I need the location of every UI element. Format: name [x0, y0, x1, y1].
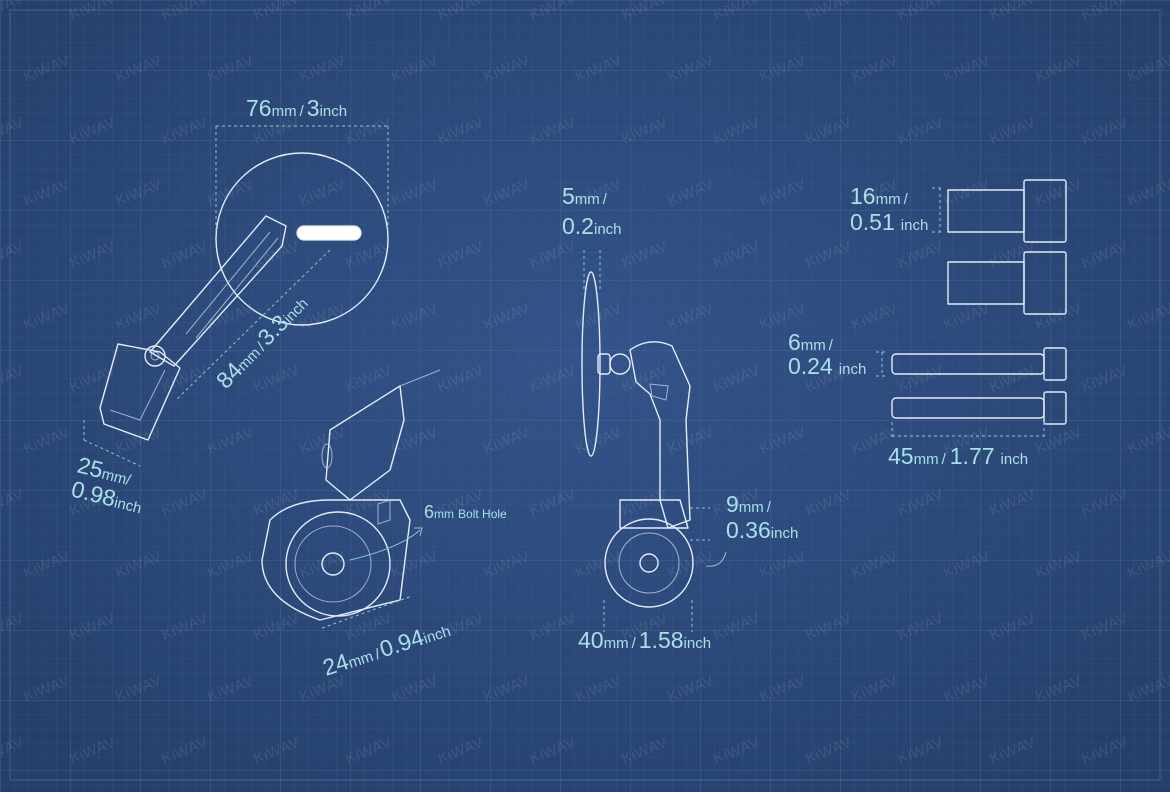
bolt-hole-leader — [349, 529, 421, 561]
side-view: 5mm/ 0.2inch 9mm/ 0.36inch 40mm/1.58inch — [562, 183, 798, 653]
bar-end-outer — [604, 518, 694, 608]
end-diameter-label: 40mm/1.58inch — [578, 627, 711, 653]
mirror-glass-side — [581, 271, 601, 457]
glass-thickness-label-inch: 0.2inch — [562, 213, 622, 239]
mirror-glass-outline — [215, 152, 389, 326]
arm-slot-inner — [195, 237, 279, 339]
dim-line-clamp — [83, 439, 141, 467]
bolt-hole-arrow — [414, 527, 423, 537]
clamp-ring-inner — [294, 525, 372, 603]
screw-diameter-label-mm: 6mm/ — [788, 329, 834, 355]
clamp-body — [261, 499, 411, 621]
pivot-bolt-inner — [150, 351, 160, 361]
side-arm-detail — [649, 383, 669, 401]
offset-leader — [705, 551, 727, 567]
bolt-head — [1023, 179, 1067, 243]
mirror-diameter-label: 76mm/3inch — [246, 95, 347, 121]
mirror-arm — [149, 215, 287, 367]
bolt-head-label-mm: 16mm/ — [850, 183, 909, 209]
set-screw — [377, 499, 391, 525]
arm-bolt — [321, 443, 333, 469]
dim-line-clamp-dia — [321, 595, 413, 629]
bar-end-ring — [618, 532, 680, 594]
clamp-ring — [285, 511, 391, 617]
screw-head — [1043, 391, 1067, 425]
clamp-edge — [109, 369, 166, 421]
end-offset-label-inch: 0.36inch — [726, 517, 798, 543]
clamp-bore — [321, 552, 345, 576]
clamp-top — [619, 499, 689, 529]
bar-end-bolt — [639, 553, 659, 573]
frame-border — [9, 9, 1161, 781]
glass-thickness-label-mm: 5mm/ — [562, 183, 608, 209]
clamp-width-label-mm: 25mm/ — [75, 452, 135, 491]
mirror-reflection — [296, 225, 362, 241]
side-arm — [629, 341, 691, 529]
arm-slot — [185, 231, 271, 335]
end-offset-label-mm: 9mm/ — [726, 491, 772, 517]
bolt-head — [1023, 251, 1067, 315]
screw-head — [1043, 347, 1067, 381]
pivot-bolt — [144, 345, 166, 367]
arm-ghost — [399, 369, 441, 387]
ball-joint — [609, 353, 631, 375]
bar-clamp — [99, 343, 181, 441]
